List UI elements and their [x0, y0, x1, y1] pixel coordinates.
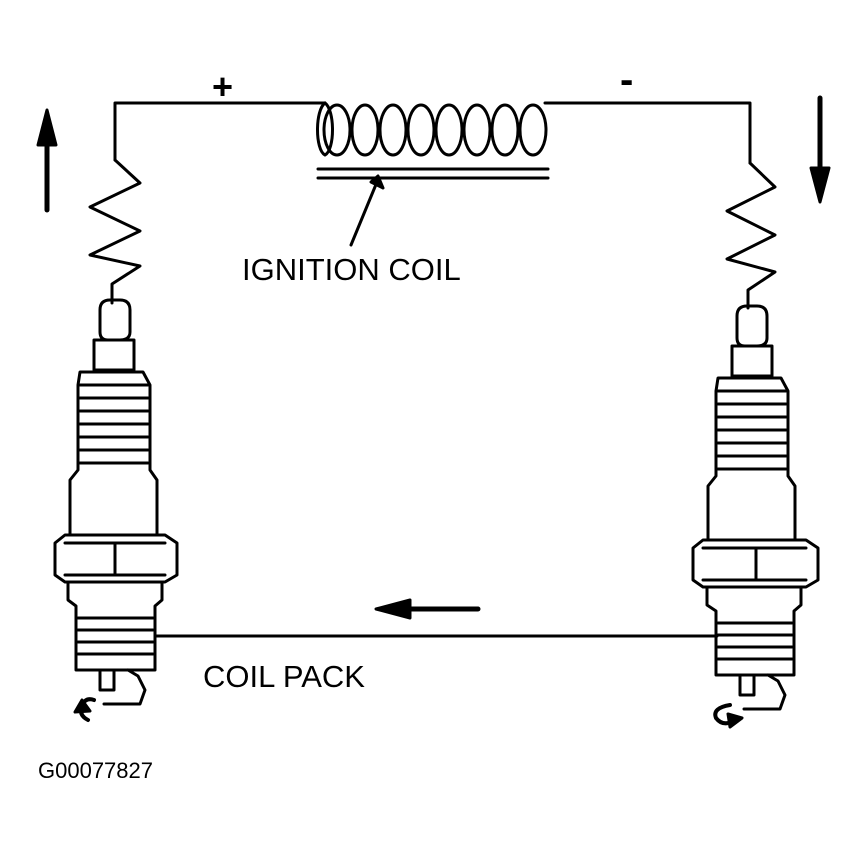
top-wire-right: [543, 101, 752, 165]
ignition-coil-leader: [349, 174, 385, 247]
top-wire-left: [113, 101, 327, 162]
coil-pack-label: COIL PACK: [203, 659, 365, 694]
figure-id-label: G00077827: [38, 758, 153, 783]
ignition-coil-winding: [316, 101, 548, 157]
ignition-coil-core: [316, 167, 550, 180]
right-down-arrow: [809, 95, 831, 204]
left-spark-plug: [53, 298, 179, 722]
left-resistor: [88, 158, 142, 305]
bottom-left-arrow: [374, 598, 481, 620]
positive-terminal-label: +: [212, 66, 234, 107]
negative-terminal-label: -: [620, 58, 634, 102]
left-up-arrow: [36, 108, 58, 213]
right-resistor: [725, 161, 777, 310]
ignition-coil-label: IGNITION COIL: [242, 252, 461, 287]
right-spark-plug: [691, 304, 820, 729]
